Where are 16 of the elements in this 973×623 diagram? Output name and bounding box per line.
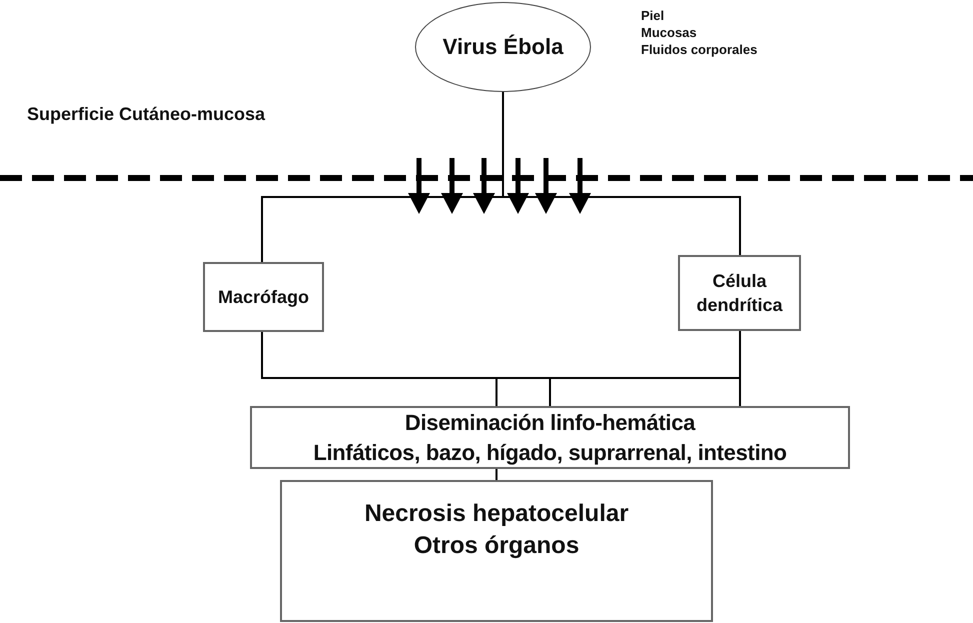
node-text: Diseminación linfo-hemática bbox=[404, 408, 696, 437]
node-caption: Piel bbox=[641, 8, 664, 23]
node-text: Macrófago bbox=[218, 286, 309, 309]
node-text: Linfáticos, bazo, hígado, suprarrenal, intestino bbox=[313, 438, 787, 467]
node-text: Célula dendrítica bbox=[695, 270, 784, 317]
node-text: Virus Ébola bbox=[442, 33, 564, 62]
connector bbox=[549, 331, 741, 406]
node-text: Otros órganos bbox=[414, 531, 580, 562]
process-box bbox=[203, 262, 324, 332]
node-text: Necrosis hepatocelular bbox=[364, 499, 629, 529]
surface-label: Superficie Cutáneo-mucosa bbox=[27, 103, 266, 126]
node-caption: Mucosas bbox=[641, 25, 697, 40]
node-caption: Fluidos corporales bbox=[641, 42, 758, 57]
process-box bbox=[280, 480, 713, 622]
process-box bbox=[250, 406, 850, 469]
process-box bbox=[678, 255, 801, 331]
